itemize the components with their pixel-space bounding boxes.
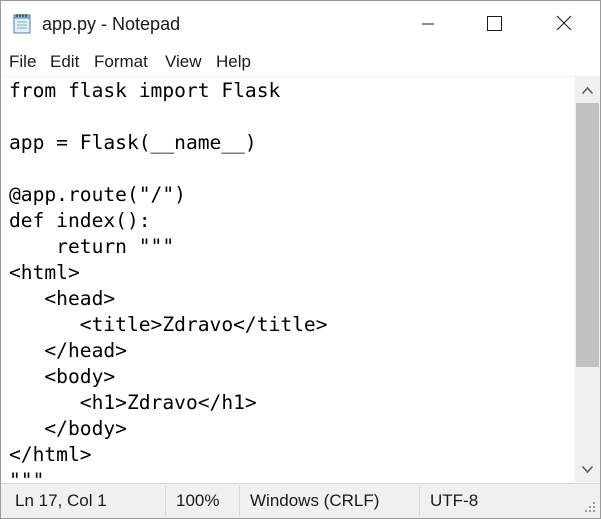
menu-edit[interactable]: Edit <box>50 52 80 71</box>
minimize-icon <box>422 23 434 25</box>
menu-file[interactable]: File <box>9 52 37 71</box>
status-encoding: UTF-8 <box>430 491 479 510</box>
chevron-up-icon <box>581 86 594 95</box>
resize-grip-icon[interactable] <box>583 500 597 514</box>
status-bar: Ln 17, Col 1 100% Windows (CRLF) UTF-8 <box>1 483 600 518</box>
close-button[interactable] <box>541 1 587 46</box>
window-title: app.py - Notepad <box>42 14 181 34</box>
scroll-down-button[interactable] <box>575 457 600 482</box>
menu-format[interactable]: Format <box>94 52 148 71</box>
text-editor[interactable]: from flask import Flask app = Flask(__na… <box>1 76 575 483</box>
editor-content[interactable]: from flask import Flask app = Flask(__na… <box>9 79 328 483</box>
status-line-ending: Windows (CRLF) <box>250 491 380 510</box>
close-icon <box>556 15 572 31</box>
title-bar[interactable]: app.py - Notepad <box>1 1 600 46</box>
maximize-icon <box>487 16 502 31</box>
minimize-button[interactable] <box>405 1 451 46</box>
menu-help[interactable]: Help <box>216 52 251 71</box>
menu-view[interactable]: View <box>165 52 202 71</box>
status-divider <box>419 486 420 516</box>
status-divider <box>239 486 240 516</box>
status-divider <box>165 486 166 516</box>
maximize-button[interactable] <box>471 1 517 46</box>
status-cursor-position: Ln 17, Col 1 <box>15 491 107 510</box>
chevron-down-icon <box>581 465 594 474</box>
scroll-thumb[interactable] <box>576 103 599 367</box>
vertical-scrollbar[interactable] <box>575 76 600 482</box>
menu-bar: File Edit Format View Help <box>1 49 600 75</box>
status-zoom: 100% <box>176 491 220 510</box>
scroll-up-button[interactable] <box>575 78 600 103</box>
notepad-icon[interactable] <box>11 12 33 34</box>
